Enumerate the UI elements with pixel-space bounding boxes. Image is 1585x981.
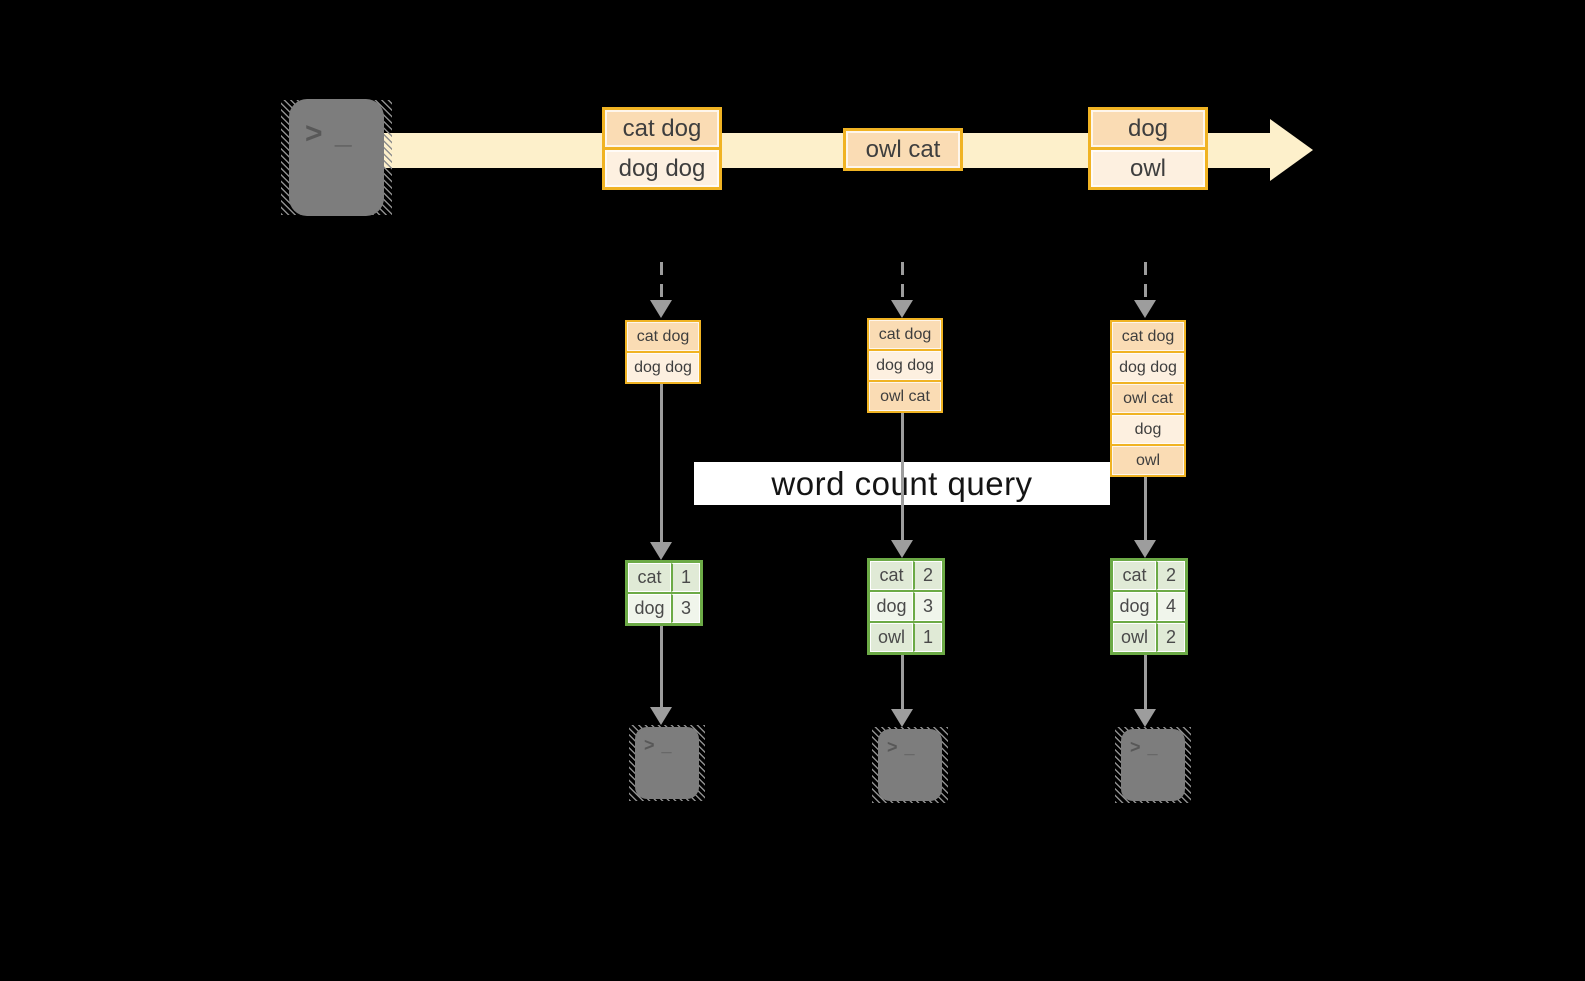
batch-row: cat dog — [605, 110, 719, 147]
count-cell: 2 — [1156, 561, 1185, 590]
terminal-prompt-icon: > _ — [289, 99, 384, 216]
batch-row: owl — [1091, 147, 1205, 187]
buffer-row: cat dog — [627, 322, 699, 351]
word-cell: cat — [870, 561, 913, 590]
batch-row: owl cat — [846, 131, 960, 168]
terminal-prompt-icon: > _ — [635, 727, 699, 799]
word-cell: dog — [870, 592, 913, 621]
buffer-row: cat dog — [869, 320, 941, 349]
count-cell: 2 — [1156, 623, 1185, 652]
sink-arrow-head-2-icon — [891, 709, 913, 727]
terminal-sink-2-icon: > _ — [872, 727, 948, 803]
terminal-prompt-text: > _ — [887, 737, 916, 757]
count-cell: 2 — [913, 561, 942, 590]
terminal-sink-3-icon: > _ — [1115, 727, 1191, 803]
table-row: dog 4 — [1113, 590, 1185, 621]
terminal-prompt-text: > _ — [644, 735, 673, 755]
terminal-prompt-text: > _ — [1130, 737, 1159, 757]
terminal-prompt-icon: > _ — [1121, 729, 1185, 801]
count-table-2: cat 2 dog 3 owl 1 — [867, 558, 945, 655]
buffer-row: cat dog — [1112, 322, 1184, 351]
count-table-1: cat 1 dog 3 — [625, 560, 703, 626]
sink-arrow-line-2 — [901, 655, 904, 709]
batch-row: dog — [1091, 110, 1205, 147]
sink-arrow-line-3 — [1144, 655, 1147, 709]
table-row: dog 3 — [870, 590, 942, 621]
word-cell: owl — [1113, 623, 1156, 652]
buffer-row: dog dog — [1112, 351, 1184, 382]
query-arrow-line-1 — [660, 384, 663, 544]
stream-batch-3: dog owl — [1088, 107, 1208, 190]
count-cell: 3 — [671, 594, 700, 623]
buffer-row: dog dog — [869, 349, 941, 380]
table-row: owl 1 — [870, 621, 942, 652]
word-cell: owl — [870, 623, 913, 652]
buffer-stack-2: cat dog dog dog owl cat — [867, 318, 943, 413]
table-row: cat 1 — [628, 563, 700, 592]
stream-arrowhead-icon — [1270, 119, 1313, 181]
terminal-source-icon: > _ — [281, 99, 392, 216]
stream-batch-2: owl cat — [843, 128, 963, 171]
query-arrow-line-2 — [901, 413, 904, 542]
buffer-stack-1: cat dog dog dog — [625, 320, 701, 384]
table-row: cat 2 — [870, 561, 942, 590]
dashed-arrow-line-1 — [660, 262, 663, 302]
word-cell: cat — [1113, 561, 1156, 590]
word-cell: cat — [628, 563, 671, 592]
dashed-arrow-head-1-icon — [650, 300, 672, 318]
buffer-row: owl cat — [1112, 382, 1184, 413]
terminal-prompt-icon: > _ — [878, 729, 942, 801]
count-cell: 1 — [913, 623, 942, 652]
buffer-row: dog dog — [627, 351, 699, 382]
terminal-prompt-text: > _ — [305, 117, 354, 150]
query-arrow-head-3-icon — [1134, 540, 1156, 558]
table-row: cat 2 — [1113, 561, 1185, 590]
buffer-row: owl cat — [869, 380, 941, 411]
stream-batch-1: cat dog dog dog — [602, 107, 722, 190]
count-table-3: cat 2 dog 4 owl 2 — [1110, 558, 1188, 655]
dashed-arrow-line-3 — [1144, 262, 1147, 302]
count-cell: 3 — [913, 592, 942, 621]
table-row: owl 2 — [1113, 621, 1185, 652]
dashed-arrow-head-3-icon — [1134, 300, 1156, 318]
table-row: dog 3 — [628, 592, 700, 623]
count-cell: 1 — [671, 563, 700, 592]
dashed-arrow-head-2-icon — [891, 300, 913, 318]
count-cell: 4 — [1156, 592, 1185, 621]
sink-arrow-line-1 — [660, 626, 663, 709]
word-cell: dog — [1113, 592, 1156, 621]
query-arrow-line-3 — [1144, 477, 1147, 542]
query-arrow-head-1-icon — [650, 542, 672, 560]
word-cell: dog — [628, 594, 671, 623]
sink-arrow-head-1-icon — [650, 707, 672, 725]
batch-row: dog dog — [605, 147, 719, 187]
terminal-sink-1-icon: > _ — [629, 725, 705, 801]
dashed-arrow-line-2 — [901, 262, 904, 302]
buffer-row: owl — [1112, 444, 1184, 475]
query-arrow-head-2-icon — [891, 540, 913, 558]
buffer-stack-3: cat dog dog dog owl cat dog owl — [1110, 320, 1186, 477]
sink-arrow-head-3-icon — [1134, 709, 1156, 727]
buffer-row: dog — [1112, 413, 1184, 444]
